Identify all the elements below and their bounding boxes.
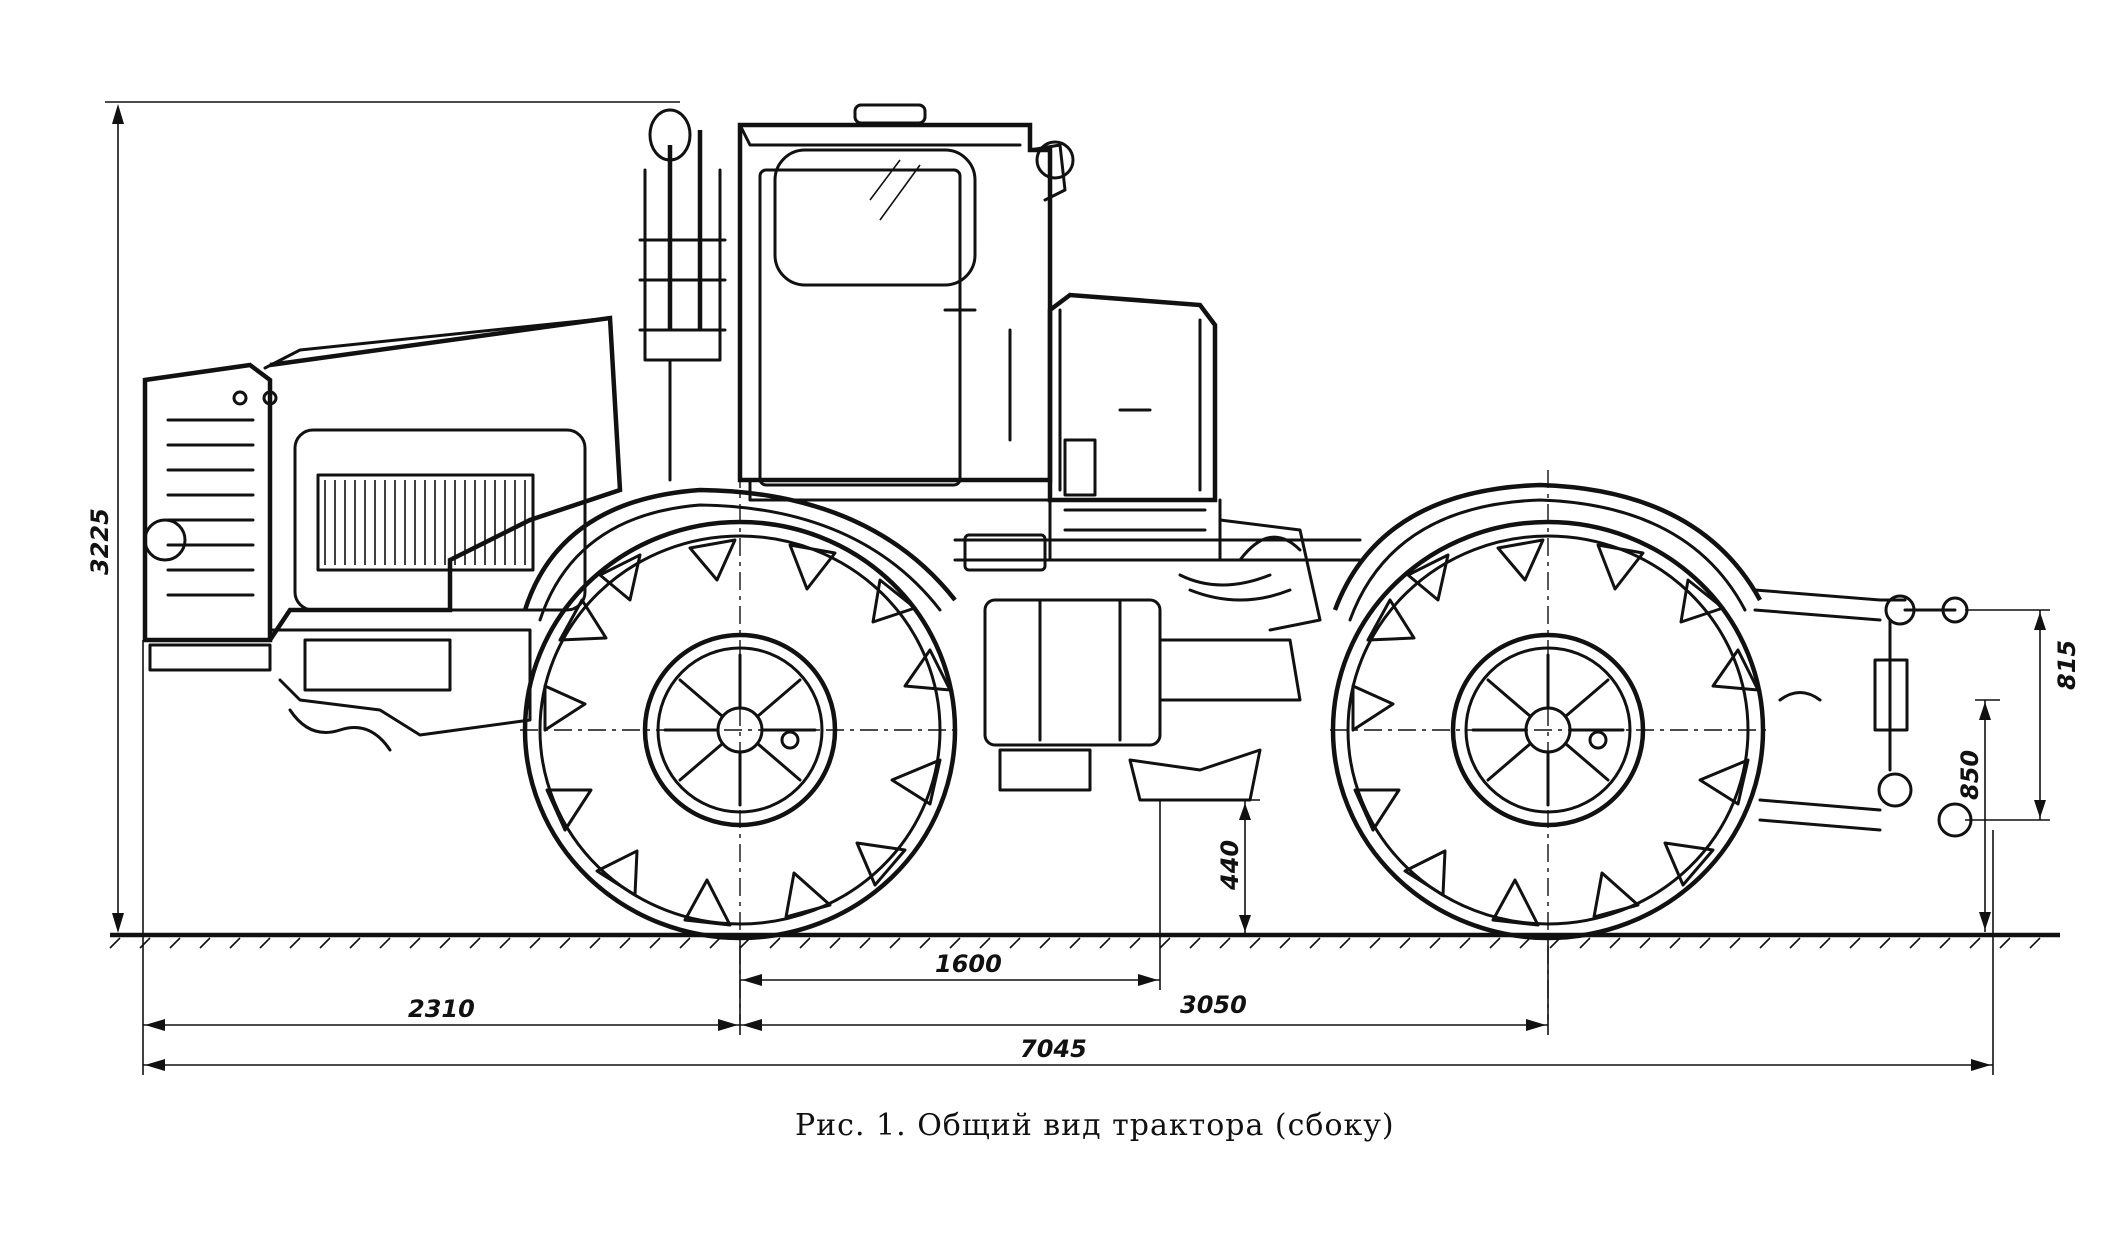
front-overhang-label: 2310 [408, 995, 475, 1023]
rear-wheel [1330, 519, 1766, 941]
dimension-ground-clearance: 440 [1170, 799, 1260, 935]
front-wheel [522, 519, 958, 941]
hitch-height-lower-label: 850 [1956, 750, 1984, 800]
cab [737, 103, 1075, 502]
dimension-lines-horizontal: 1600 2310 3050 7045 [142, 640, 1994, 1075]
ground-line [109, 932, 2060, 949]
front-axle-to-hitch-label: 1600 [935, 950, 1002, 978]
fuel-tank [963, 292, 1222, 572]
rear-hitch [1753, 588, 1973, 838]
overall-length-label: 7045 [1020, 1035, 1087, 1063]
engine-hood [142, 315, 623, 672]
figure-caption: Рис. 1. Общий вид трактора (сбоку) [795, 1108, 1395, 1143]
frame-undercarriage [268, 518, 1362, 802]
hitch-height-upper-label: 815 [2053, 640, 2081, 690]
wheelbase-label: 3050 [1180, 991, 1247, 1019]
exhaust-stack [638, 108, 727, 482]
dimension-overall-height: 3225 [86, 101, 680, 933]
overall-height-label: 3225 [86, 508, 114, 575]
ground-clearance-label: 440 [1216, 840, 1244, 891]
fenders [522, 482, 1762, 622]
axle-center-lines [520, 470, 1770, 1020]
dimension-hitch-heights: 815 850 [1956, 609, 2081, 932]
